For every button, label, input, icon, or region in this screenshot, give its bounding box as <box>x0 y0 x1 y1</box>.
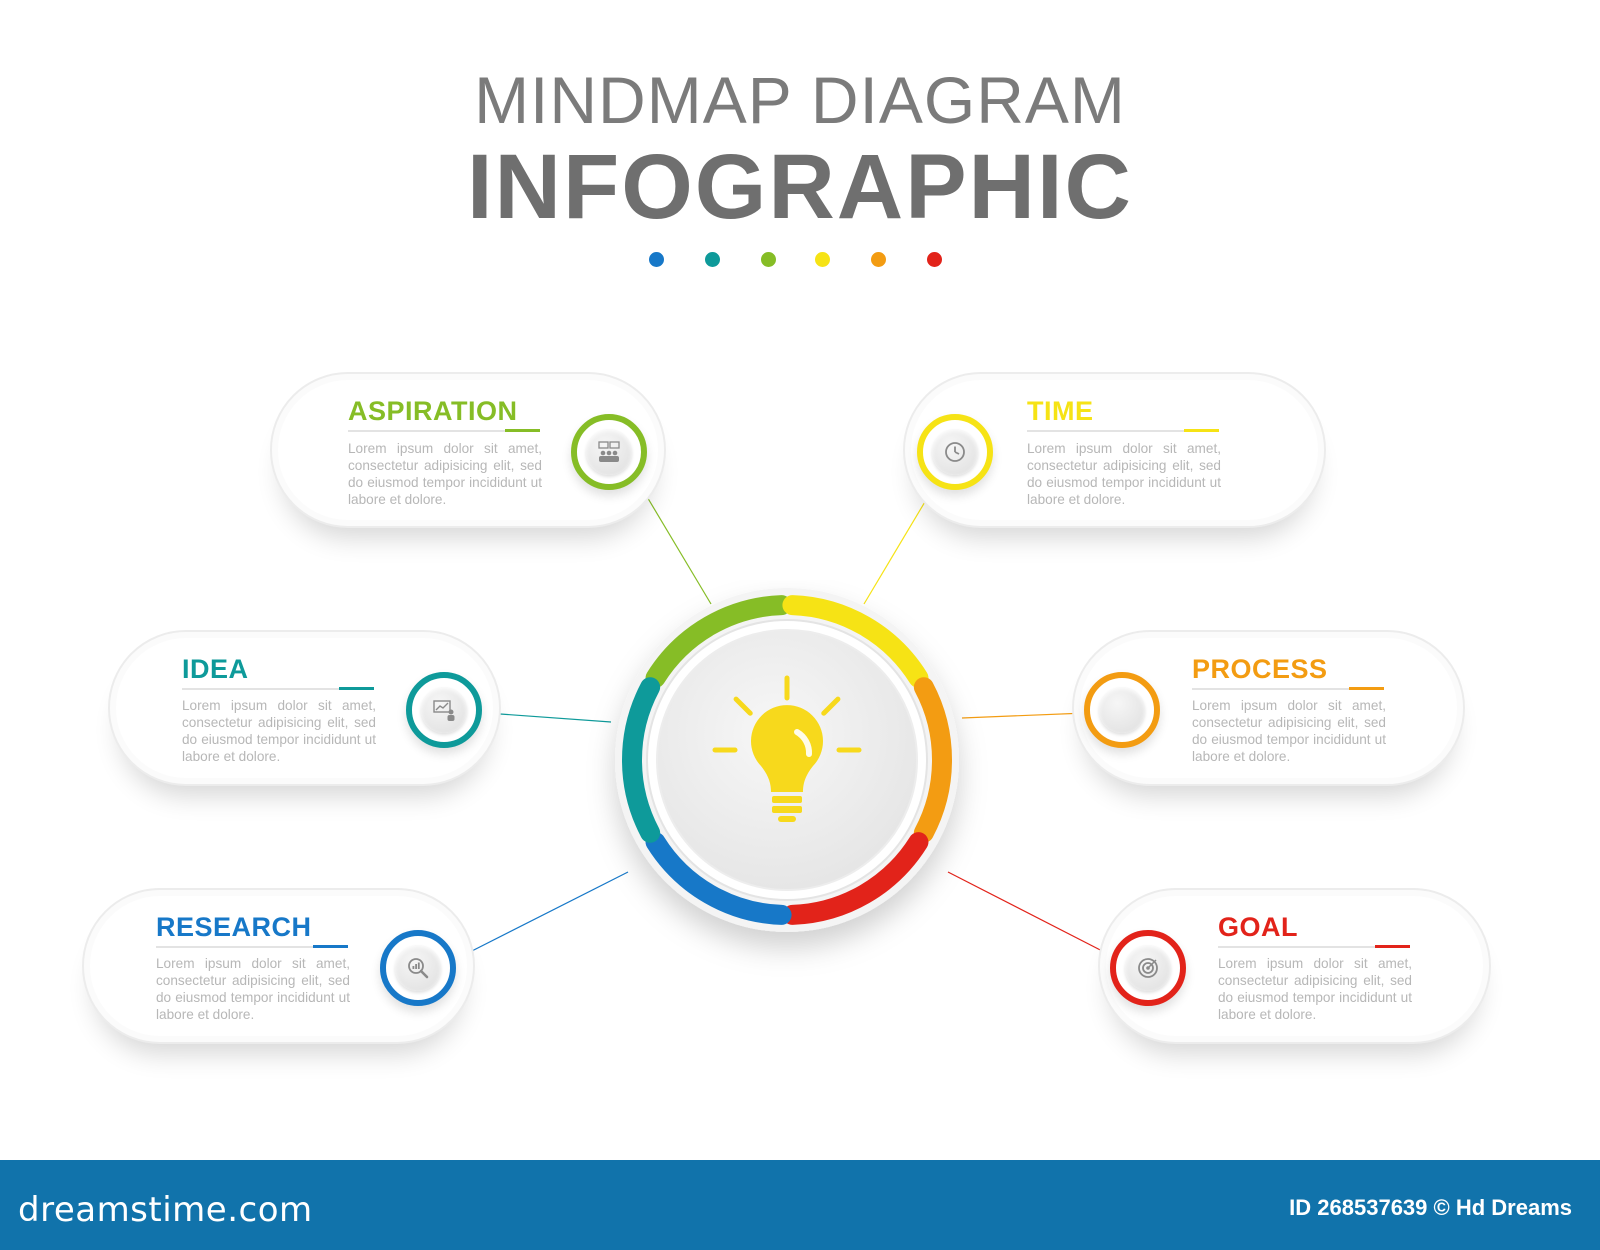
node-research-icon-ring[interactable] <box>380 930 456 1006</box>
node-time-accent <box>1184 429 1219 432</box>
node-process-icon-ring[interactable] <box>1084 672 1160 748</box>
title-line-1: MINDMAP DIAGRAM <box>474 63 1126 137</box>
connector-time <box>863 484 936 605</box>
bulb-highlight <box>794 729 813 757</box>
node-time-rule <box>1027 430 1219 432</box>
clock-icon <box>945 442 965 462</box>
connector-process <box>961 712 1087 719</box>
bulb-rays <box>712 675 862 753</box>
bulb-ray <box>733 696 753 716</box>
node-goal-title: GOAL <box>1218 912 1298 942</box>
dot-blue <box>649 252 664 267</box>
hub-segment-process <box>913 677 952 843</box>
connector-goal <box>947 871 1113 957</box>
lightbulb-icon <box>712 675 862 822</box>
bulb-base <box>772 806 802 813</box>
footer-bar: dreamstime.com ID 268537639 © Hd Dreams <box>0 1160 1600 1250</box>
bulb-base <box>772 796 802 803</box>
node-research-rule <box>156 946 348 948</box>
target-icon <box>1138 958 1158 978</box>
node-aspiration-title: ASPIRATION <box>348 396 518 426</box>
bulb-tip <box>778 816 796 822</box>
node-aspiration-accent <box>505 429 540 432</box>
node-goal-accent <box>1375 945 1410 948</box>
node-time-text: Lorem ipsum dolor sit amet, consectetur … <box>1027 441 1221 507</box>
bulb-ray <box>821 696 841 716</box>
footer-brand[interactable]: dreamstime.com <box>18 1190 313 1230</box>
hub-segment-goal <box>782 832 929 925</box>
dot-red <box>927 252 942 267</box>
dot-teal <box>705 252 720 267</box>
node-idea-icon-ring[interactable] <box>406 672 482 748</box>
node-idea-accent <box>339 687 374 690</box>
connector-research <box>461 871 629 957</box>
hub-segment-time <box>782 595 929 688</box>
node-aspiration-rule <box>348 430 540 432</box>
dot-yellow <box>815 252 830 267</box>
node-process-rule <box>1192 688 1384 690</box>
node-idea-title: IDEA <box>182 654 249 684</box>
dot-orange <box>871 252 886 267</box>
node-time-icon-ring[interactable] <box>917 414 993 490</box>
central-hub <box>615 588 959 932</box>
node-goal-icon-ring[interactable] <box>1110 930 1186 1006</box>
node-process-accent <box>1349 687 1384 690</box>
team-meeting-icon <box>598 441 620 462</box>
dot-green <box>761 252 776 267</box>
node-time-title: TIME <box>1027 396 1094 426</box>
presentation-icon <box>433 700 455 721</box>
color-dots <box>0 252 1600 268</box>
node-research-accent <box>313 945 348 948</box>
hub-segment-aspiration <box>645 595 792 688</box>
hub-segment-idea <box>622 677 661 843</box>
hub-segment-research <box>645 832 792 925</box>
bulb-glass <box>751 705 823 792</box>
node-research-text: Lorem ipsum dolor sit amet, consectetur … <box>156 956 350 1022</box>
node-idea-text: Lorem ipsum dolor sit amet, consectetur … <box>182 698 376 764</box>
title-line-2: INFOGRAPHIC <box>467 136 1133 238</box>
node-process-title: PROCESS <box>1192 654 1328 684</box>
node-aspiration-icon-ring[interactable] <box>571 414 647 490</box>
magnifier-chart-icon <box>408 958 429 979</box>
connector-idea <box>485 712 612 723</box>
node-research-title: RESEARCH <box>156 912 312 942</box>
node-idea-rule <box>182 688 374 690</box>
hub-ring-segments <box>622 595 952 925</box>
node-goal-text: Lorem ipsum dolor sit amet, consectetur … <box>1218 956 1412 1022</box>
footer-image-id: ID 268537639 © Hd Dreams <box>1289 1195 1572 1220</box>
node-aspiration-text: Lorem ipsum dolor sit amet, consectetur … <box>348 441 542 507</box>
blank-icon <box>1099 687 1145 733</box>
node-goal-rule <box>1218 946 1410 948</box>
connector-aspiration <box>639 484 712 605</box>
node-process-text: Lorem ipsum dolor sit amet, consectetur … <box>1192 698 1386 764</box>
